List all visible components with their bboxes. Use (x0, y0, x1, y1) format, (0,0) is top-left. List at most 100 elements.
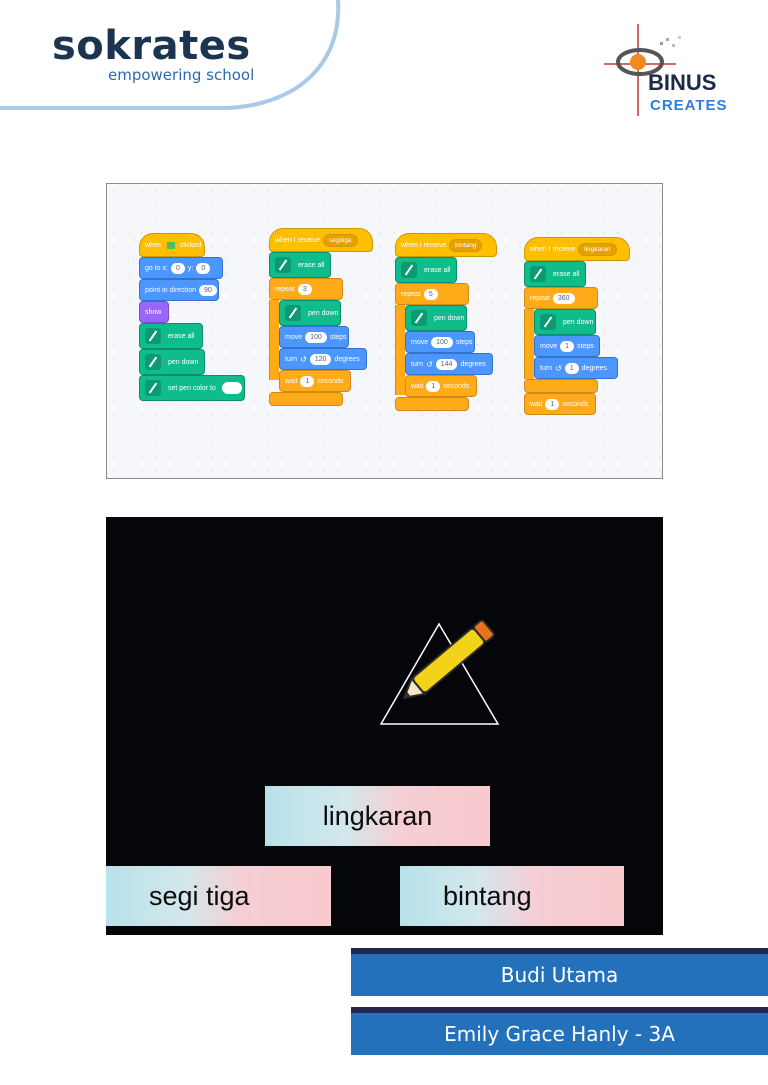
move-label: move (540, 342, 558, 350)
scratch-code-panel: when clicked go to x: 0 y: 0 point in di… (106, 183, 663, 479)
turn-label: turn (540, 364, 553, 372)
erase-label: erase all (168, 332, 195, 340)
seconds-label: seconds (317, 377, 344, 385)
steps-input[interactable]: 100 (431, 336, 453, 348)
point-in-direction-block[interactable]: point in direction 90 (139, 279, 219, 301)
author-name-2: Emily Grace Hanly - 3A (444, 1022, 675, 1046)
author-bar-2: Emily Grace Hanly - 3A (351, 1007, 768, 1055)
steps-label: steps (329, 333, 347, 341)
repeat-block[interactable]: repeat 3 (269, 278, 343, 300)
erase-all-block[interactable]: erase all (524, 261, 586, 287)
pen-down-block[interactable]: pen down (139, 349, 205, 375)
repeat-label: repeat (530, 294, 550, 302)
move-label: move (285, 333, 303, 341)
scratch-stage[interactable]: lingkaran segi tiga bintang (106, 517, 663, 935)
logo-tagline: empowering school (108, 66, 255, 84)
when-flag-clicked-block[interactable]: when clicked (139, 233, 205, 257)
move-steps-block[interactable]: move 100 steps (279, 326, 349, 348)
wait-input[interactable]: 1 (545, 398, 560, 410)
degrees-input[interactable]: 1 (564, 362, 579, 374)
repeat-count-input[interactable]: 5 (423, 288, 438, 300)
lingkaran-label: lingkaran (322, 800, 433, 831)
wait-input[interactable]: 1 (426, 380, 441, 392)
when-i-receive-segitiga-block[interactable]: when I receive segitiga (269, 228, 373, 252)
wait-label: wait (285, 377, 298, 385)
hat-label: when I receive (275, 236, 321, 244)
turn-degrees-block[interactable]: turn ↺ 120 degrees (279, 348, 367, 370)
repeat-count-input[interactable]: 3 (297, 283, 312, 295)
wait-block[interactable]: wait 1 seconds (405, 375, 477, 397)
drawn-triangle (379, 622, 500, 725)
repeat-block[interactable]: repeat 360 (524, 287, 598, 309)
lingkaran-button[interactable]: lingkaran (265, 786, 490, 846)
erase-all-block[interactable]: erase all (269, 252, 331, 278)
y-input[interactable]: 0 (196, 262, 211, 274)
when-i-receive-bintang-block[interactable]: when I receive bintang (395, 233, 497, 257)
steps-input[interactable]: 100 (305, 331, 327, 343)
stage-drawing (379, 619, 500, 725)
message-dropdown[interactable]: bintang (449, 238, 483, 252)
pencil-sprite-icon (402, 619, 495, 700)
move-steps-block[interactable]: move 1 steps (534, 335, 600, 357)
repeat-end-icon (524, 379, 598, 393)
turn-label: turn (411, 360, 424, 368)
when-i-receive-lingkaran-block[interactable]: when I receive lingkaran (524, 237, 630, 261)
wait-block[interactable]: wait 1 seconds (279, 370, 351, 392)
pen-icon (540, 314, 556, 330)
pen-icon (145, 380, 161, 396)
show-block[interactable]: show (139, 301, 169, 323)
goto-label: go to x: (145, 264, 168, 272)
pen-icon (411, 310, 427, 326)
seconds-label: seconds (443, 382, 470, 390)
steps-label: steps (455, 338, 473, 346)
repeat-block[interactable]: repeat 5 (395, 283, 469, 305)
move-label: move (411, 338, 429, 346)
turn-left-icon: ↺ (555, 363, 562, 373)
erase-label: erase all (298, 261, 325, 269)
segitiga-label: segi tiga (149, 880, 250, 911)
author-bar-1: Budi Utama (351, 948, 768, 996)
bintang-button[interactable]: bintang (400, 866, 624, 926)
wait-block[interactable]: wait 1 seconds (524, 393, 596, 415)
header-curve (0, 0, 341, 110)
green-flag-icon (166, 241, 175, 249)
pen-color-swatch[interactable] (221, 382, 242, 394)
wait-input[interactable]: 1 (300, 375, 315, 387)
pendown-label: pen down (434, 314, 465, 322)
bintang-label: bintang (443, 880, 532, 911)
set-pen-color-block[interactable]: set pen color to (139, 375, 245, 401)
seconds-label: seconds (562, 400, 589, 408)
binus-creates-logo-icon (604, 24, 681, 116)
steps-input[interactable]: 1 (560, 340, 575, 352)
direction-input[interactable]: 90 (198, 284, 217, 296)
turn-left-icon: ↺ (300, 354, 307, 364)
pen-icon (145, 328, 161, 344)
pen-down-block[interactable]: pen down (279, 300, 341, 326)
repeat-label: repeat (275, 285, 295, 293)
hat-when-label: when (145, 241, 162, 249)
hat-label: when I receive (401, 241, 447, 249)
show-label: show (145, 308, 162, 316)
turn-degrees-block[interactable]: turn ↺ 144 degrees (405, 353, 493, 375)
pen-down-block[interactable]: pen down (534, 309, 596, 335)
pen-icon (275, 257, 291, 273)
pen-icon (145, 354, 161, 370)
erase-all-block[interactable]: erase all (395, 257, 457, 283)
degrees-input[interactable]: 144 (435, 358, 458, 370)
x-input[interactable]: 0 (170, 262, 185, 274)
message-dropdown[interactable]: lingkaran (578, 242, 617, 256)
turn-degrees-block[interactable]: turn ↺ 1 degrees (534, 357, 618, 379)
pen-down-block[interactable]: pen down (405, 305, 467, 331)
repeat-arm (269, 300, 279, 380)
erase-all-block[interactable]: erase all (139, 323, 203, 349)
move-steps-block[interactable]: move 100 steps (405, 331, 475, 353)
message-dropdown[interactable]: segitiga (323, 233, 358, 247)
hat-label: when I receive (530, 245, 576, 253)
degrees-input[interactable]: 120 (309, 353, 332, 365)
erase-label: erase all (553, 270, 580, 278)
repeat-count-input[interactable]: 360 (552, 292, 575, 304)
pen-icon (285, 305, 301, 321)
segitiga-button[interactable]: segi tiga (106, 866, 331, 926)
go-to-xy-block[interactable]: go to x: 0 y: 0 (139, 257, 223, 279)
